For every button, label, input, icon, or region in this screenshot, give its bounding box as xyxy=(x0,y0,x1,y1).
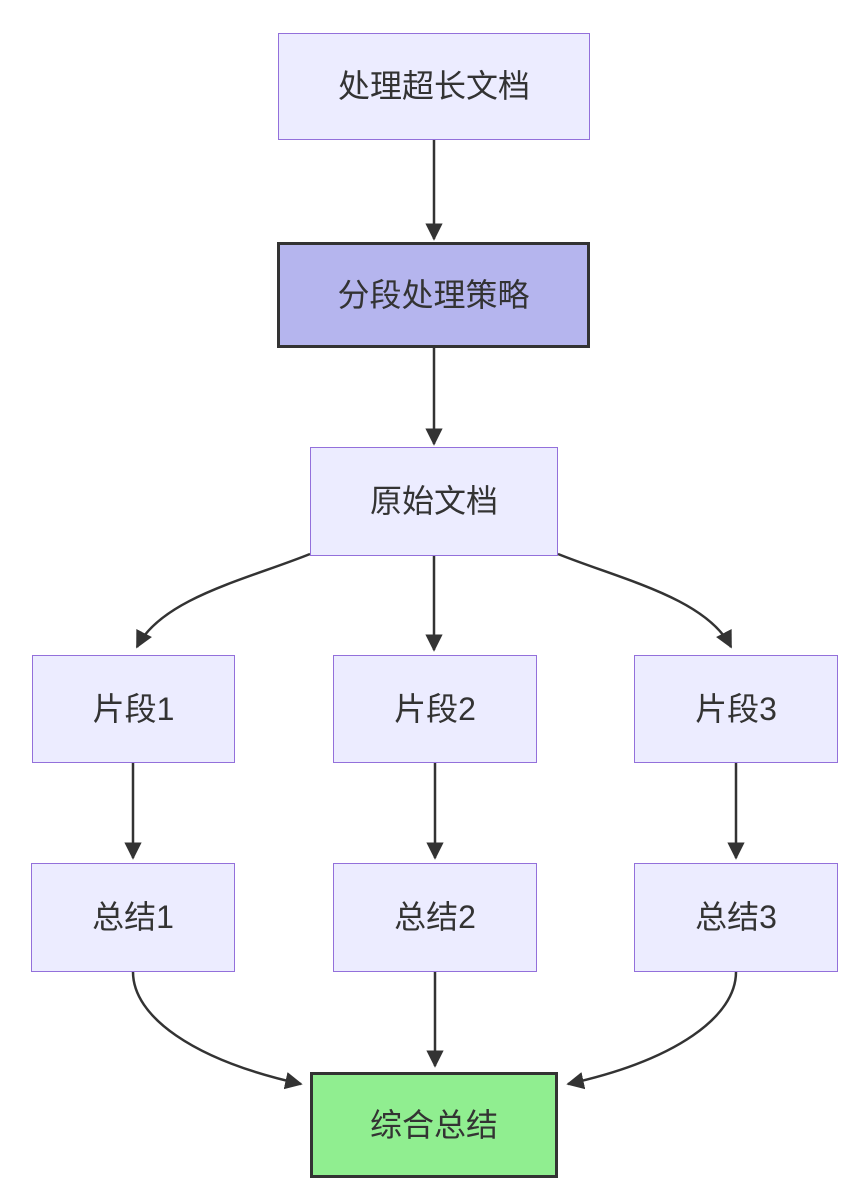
node-label: 总结3 xyxy=(695,899,777,936)
node-original-doc: 原始文档 xyxy=(310,447,558,556)
node-label: 分段处理策略 xyxy=(337,276,530,313)
node-label: 总结1 xyxy=(92,899,174,936)
node-final-summary: 综合总结 xyxy=(310,1072,558,1178)
edge-sum1-final xyxy=(131,971,303,1090)
node-segment-2: 片段2 xyxy=(333,655,537,763)
node-label: 片段3 xyxy=(695,690,777,727)
edge-sum3-final xyxy=(566,971,738,1090)
node-label: 片段1 xyxy=(92,690,175,727)
edge-doc-seg3 xyxy=(557,552,733,649)
edge-doc-seg1 xyxy=(135,552,311,649)
node-segment-3: 片段3 xyxy=(634,655,838,763)
node-label: 处理超长文档 xyxy=(337,68,530,105)
node-label: 总结2 xyxy=(394,899,476,936)
node-label: 片段2 xyxy=(394,690,476,727)
node-segmentation-strategy: 分段处理策略 xyxy=(277,242,590,348)
node-label: 综合总结 xyxy=(369,1106,498,1143)
node-summary-3: 总结3 xyxy=(634,863,838,972)
node-summary-1: 总结1 xyxy=(31,863,235,972)
node-label: 原始文档 xyxy=(369,483,498,520)
node-process-long-doc: 处理超长文档 xyxy=(278,33,590,140)
node-summary-2: 总结2 xyxy=(333,863,537,972)
node-segment-1: 片段1 xyxy=(32,655,235,763)
